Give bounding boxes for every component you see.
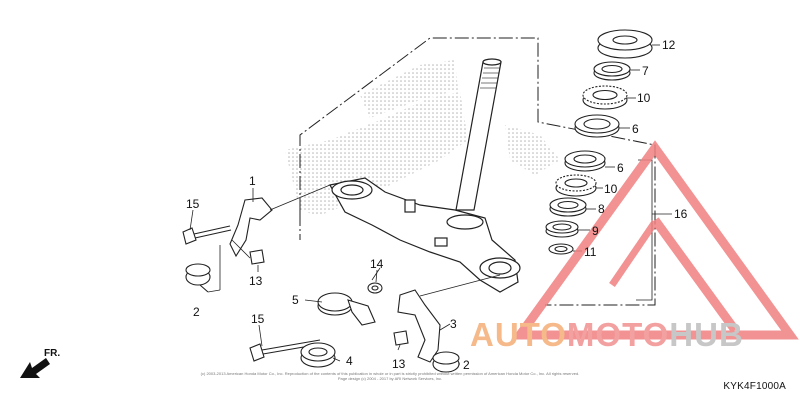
center-hardware (249, 282, 460, 373)
watermark-brand-text: AUTOMOTOHUB (470, 316, 744, 353)
callout-6-upper: 6 (632, 122, 639, 136)
part-12-adjusting-nut (597, 29, 653, 59)
part-15-bolt-upper (182, 225, 232, 245)
callout-8: 8 (598, 202, 605, 216)
part-8-washer (549, 197, 587, 217)
part-7-dust-seal (593, 61, 631, 81)
part-14-collar (367, 282, 383, 294)
part-2-grommet-lower (432, 351, 460, 373)
callout-12: 12 (662, 38, 676, 52)
copyright-notice: (c) 2003-2013 American Honda Motor Co., … (200, 371, 580, 381)
part-13-nut-upper (249, 249, 265, 265)
front-direction-label: FR. (44, 348, 61, 359)
diagram-code: KYK4F1000A (723, 381, 786, 392)
part-6-upper-race (574, 114, 620, 138)
callout-16: 16 (674, 207, 688, 221)
callout-2-lower: 2 (463, 358, 470, 372)
part-11-ring (548, 243, 574, 255)
callout-14: 14 (370, 257, 384, 271)
part-4-grommet (300, 342, 336, 368)
callout-7: 7 (642, 64, 649, 78)
callout-6-lower: 6 (617, 161, 624, 175)
callout-4: 4 (346, 354, 353, 368)
part-3-bracket (397, 289, 441, 363)
part-2-grommet-upper (185, 263, 211, 293)
part-9-seal (545, 220, 579, 238)
callout-5: 5 (292, 293, 299, 307)
part-1-bracket (229, 197, 273, 258)
callout-2-upper: 2 (193, 305, 200, 319)
front-arrow-icon (20, 358, 50, 378)
part-5-band (317, 292, 376, 326)
watermark-triangle (511, 140, 799, 340)
callout-13-upper: 13 (249, 274, 263, 288)
callout-labels: 12 7 10 6 6 10 8 9 11 16 1 15 13 2 14 5 … (186, 38, 688, 372)
bearing-stack (545, 29, 653, 255)
callout-3: 3 (450, 317, 457, 331)
callout-10-lower: 10 (604, 182, 618, 196)
steering-stem (455, 58, 502, 211)
wing-background (285, 60, 560, 216)
callout-13-lower: 13 (392, 357, 406, 371)
callout-1: 1 (249, 174, 256, 188)
callout-9: 9 (592, 224, 599, 238)
part-10-upper-bearing (582, 85, 628, 110)
callout-11: 11 (584, 245, 597, 259)
callout-10-upper: 10 (637, 91, 651, 105)
callout-15-upper: 15 (186, 197, 200, 211)
left-hardware (182, 197, 273, 293)
part-10-lower-bearing (555, 174, 597, 197)
part-13-nut-lower (393, 330, 409, 346)
part-6-lower-race (564, 150, 606, 172)
bottom-bridge (329, 177, 521, 293)
assembly-outline (299, 37, 656, 306)
callout-15-lower: 15 (251, 312, 265, 326)
